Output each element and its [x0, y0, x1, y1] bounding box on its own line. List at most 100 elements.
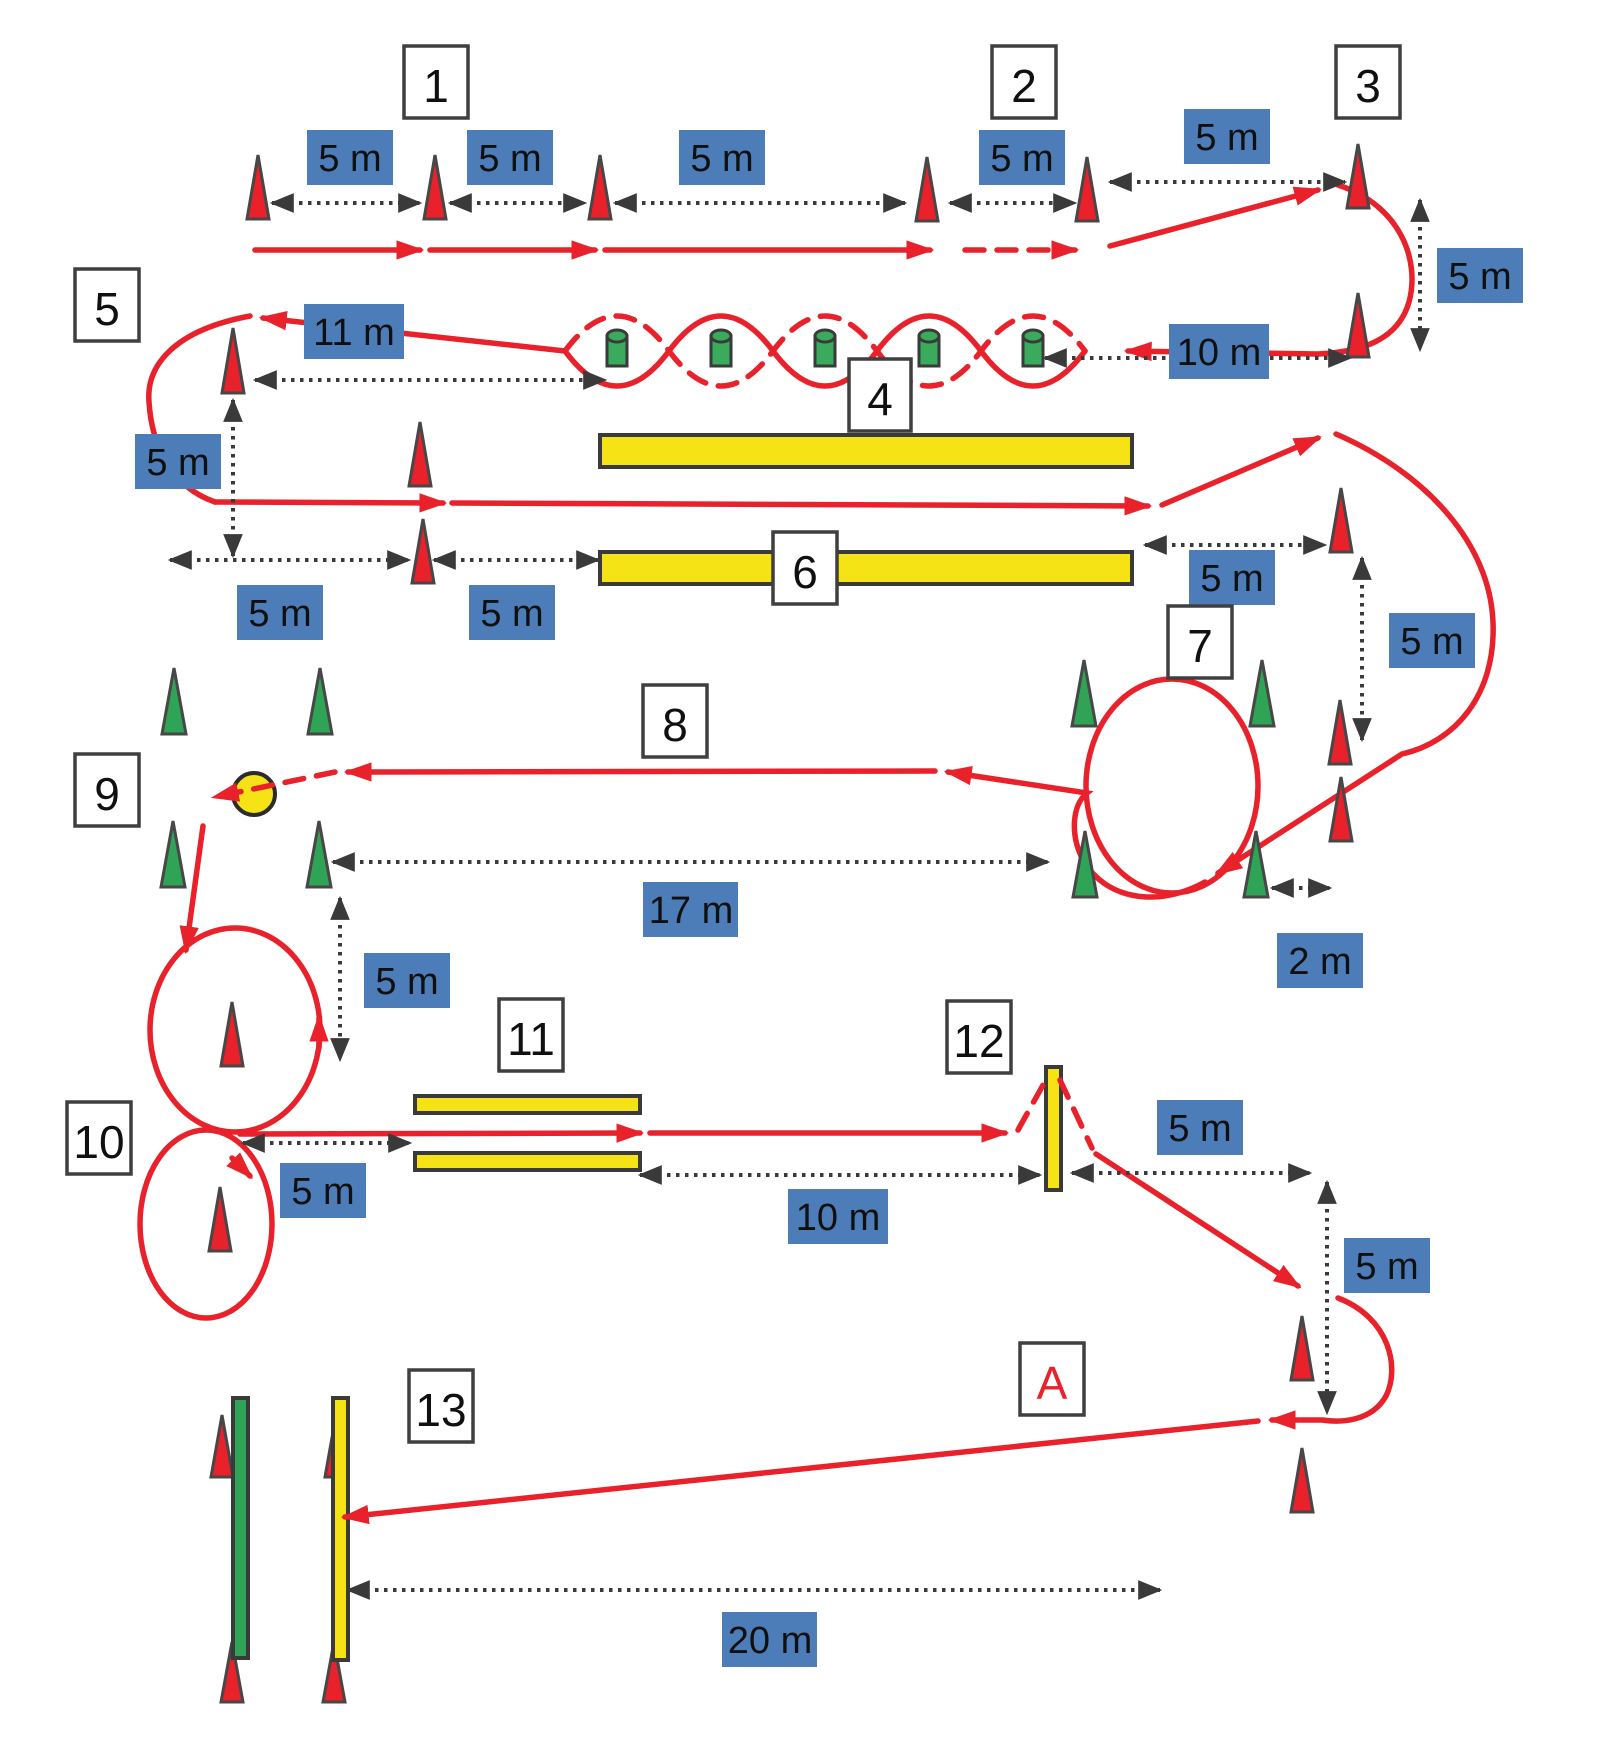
distance-label-text: 5 m — [248, 593, 311, 635]
station-number: 7 — [1187, 620, 1213, 672]
station-number: 13 — [415, 1384, 466, 1436]
station-number: 8 — [662, 699, 688, 751]
measurement-arrows — [167, 172, 1430, 1600]
red-cone — [1289, 1447, 1315, 1514]
green-cylinder — [605, 328, 629, 368]
station-number: 11 — [507, 1013, 555, 1065]
green-cone — [1071, 830, 1099, 899]
distance-label: 20 m — [722, 1612, 817, 1667]
path-segment — [212, 493, 448, 513]
green-bar-13-vertical — [231, 1396, 250, 1660]
red-cone — [914, 156, 940, 223]
distance-label: 5 m — [1437, 248, 1523, 303]
red-cone — [1289, 1315, 1315, 1382]
distance-label: 5 m — [364, 953, 450, 1008]
distance-label-text: 17 m — [649, 890, 733, 932]
distance-label-text: 5 m — [146, 442, 209, 484]
bar-12-hop-dashed — [1015, 1073, 1051, 1133]
red-cone — [1074, 156, 1100, 223]
distance-label-text: 5 m — [1355, 1246, 1418, 1288]
slalom-solid-path — [562, 313, 1088, 389]
red-cone — [207, 1186, 233, 1253]
distance-labels: 5 m 5 m 5 m 5 m 5 m 5 m 11 m 10 m 5 m 5 … — [135, 109, 1523, 1667]
distance-label-text: 5 m — [690, 138, 753, 180]
path-segment-8 — [343, 762, 938, 782]
station-marker-5: 5 — [73, 267, 141, 343]
distance-label: 5 m — [1344, 1238, 1430, 1293]
station-number: 5 — [94, 283, 120, 335]
distance-label: 5 m — [469, 585, 555, 640]
station-marker-13: 13 — [407, 1368, 475, 1444]
red-cone — [219, 1001, 245, 1068]
path-segment — [449, 496, 1153, 516]
station-marker-12: 12 — [945, 999, 1013, 1075]
bar-12-hop-dashed — [1057, 1077, 1095, 1151]
red-cone — [410, 518, 436, 585]
distance-label-text: 5 m — [1195, 117, 1258, 159]
green-cones — [159, 659, 1276, 899]
distance-label-text: 5 m — [318, 138, 381, 180]
green-cylinder — [1021, 328, 1045, 368]
station-marker-A: A — [1018, 1341, 1086, 1417]
green-cone — [159, 820, 187, 889]
station-number: 2 — [1011, 60, 1037, 112]
distance-label-text: 10 m — [796, 1197, 880, 1239]
red-cone — [1327, 699, 1353, 766]
yellow-bar-6-upper — [598, 433, 1134, 469]
station-marker-7: 7 — [1166, 604, 1234, 680]
station-marker-1: 1 — [402, 44, 470, 120]
distance-label: 5 m — [280, 1163, 366, 1218]
station-marker-2: 2 — [990, 44, 1058, 120]
red-cones — [207, 143, 1371, 1514]
distance-label: 5 m — [1157, 1100, 1243, 1155]
path-segment — [179, 823, 206, 955]
distance-label: 5 m — [679, 130, 765, 185]
distance-label: 17 m — [643, 882, 738, 937]
station-number: 3 — [1355, 60, 1381, 112]
distance-label: 5 m — [1189, 550, 1275, 605]
path-segment — [1159, 435, 1322, 508]
green-cylinder — [917, 328, 941, 368]
distance-label-text: 5 m — [1200, 558, 1263, 600]
red-cone — [209, 1414, 235, 1479]
green-cone — [1070, 659, 1098, 728]
red-cone — [1345, 292, 1371, 359]
station-number: 1 — [423, 60, 449, 112]
green-cylinder — [709, 328, 733, 368]
red-cone — [587, 154, 613, 221]
red-cone — [407, 421, 433, 488]
red-cone — [422, 154, 448, 221]
distance-label-text: 10 m — [1177, 332, 1261, 374]
distance-label-text: 11 m — [313, 312, 395, 354]
station-marker-3: 3 — [1334, 44, 1402, 120]
distance-label-text: 5 m — [1448, 256, 1511, 298]
red-cone — [219, 1641, 245, 1704]
station-number: 10 — [73, 1116, 124, 1168]
turn-A-curve — [1267, 1295, 1395, 1430]
station-marker-10: 10 — [65, 1100, 133, 1176]
red-cone — [220, 327, 246, 395]
red-cone — [1328, 776, 1354, 843]
distance-label-text: 5 m — [1168, 1108, 1231, 1150]
station-marker-8: 8 — [641, 683, 709, 759]
green-cone — [305, 820, 333, 889]
distance-label: 5 m — [1184, 109, 1270, 164]
distance-label: 5 m — [307, 130, 393, 185]
distance-label-text: 5 m — [478, 138, 541, 180]
station-number: 6 — [792, 546, 818, 598]
distance-label-text: 20 m — [728, 1620, 812, 1662]
yellow-bar-11-lower — [413, 1151, 642, 1172]
station-marker-11: 11 — [497, 997, 565, 1073]
driving-path — [137, 182, 1496, 1525]
red-cone — [245, 154, 271, 221]
distance-label-text: 5 m — [291, 1171, 354, 1213]
path-segment — [1107, 186, 1323, 249]
distance-label: 2 m — [1277, 933, 1363, 988]
red-cone — [321, 1641, 347, 1704]
loop-10-direction — [226, 1152, 254, 1180]
slalom-cylinders — [605, 328, 1045, 368]
distance-label: 11 m — [304, 304, 404, 359]
station-letter: A — [1037, 1357, 1068, 1409]
red-cone — [1328, 487, 1354, 554]
